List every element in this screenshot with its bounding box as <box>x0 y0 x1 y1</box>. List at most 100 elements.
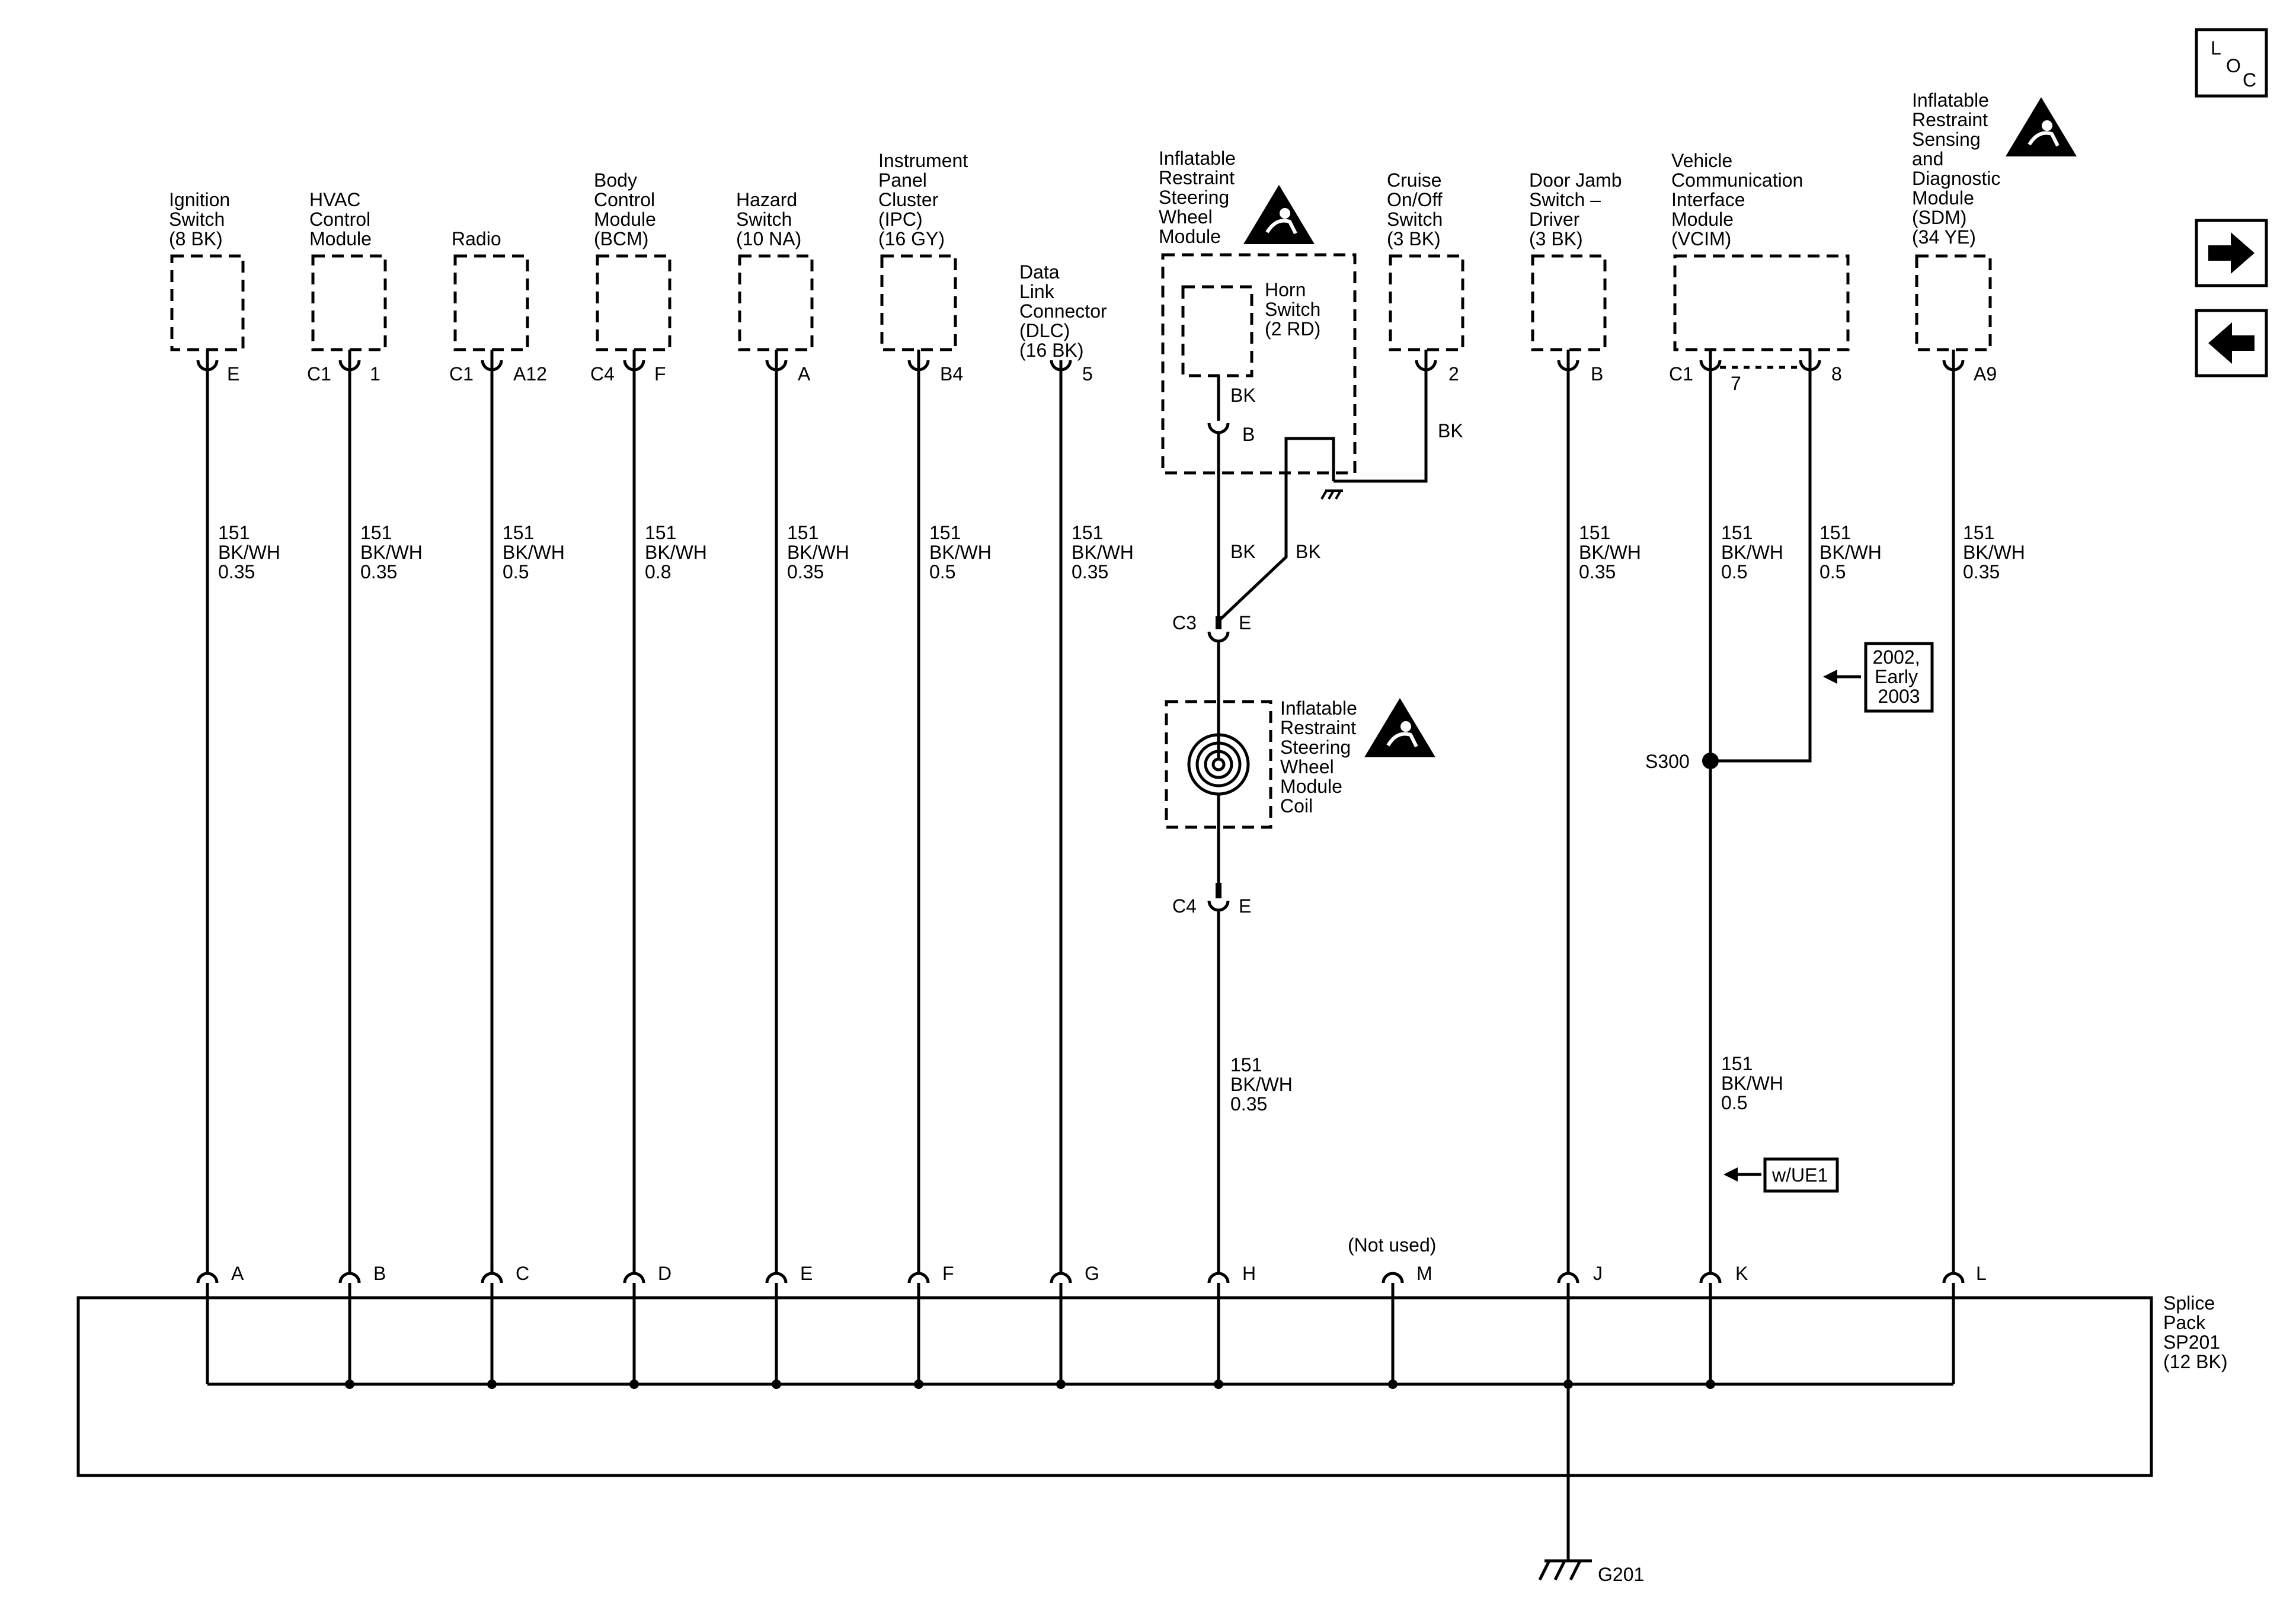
cruise-pin: 2 <box>1448 363 1459 385</box>
door-jamb-circuit: Door Jamb Switch – Driver (3 BK) B 151 B… <box>1529 169 1646 1284</box>
ignition-switch-box <box>170 254 245 351</box>
svg-text:L: L <box>2211 37 2221 59</box>
dlc-wire-label: 151 BK/WH 0.35 <box>1072 522 1139 582</box>
vcim-box <box>1673 254 1850 351</box>
hvac-wire-label: 151 BK/WH 0.35 <box>360 522 428 582</box>
bcm-pin: F <box>654 363 666 385</box>
s300-splice-dot <box>1702 753 1719 769</box>
splice-pack: Splice Pack SP201 (12 BK) <box>76 1283 2227 1477</box>
splice-pin-h: H <box>1242 1263 1256 1284</box>
case-ground-icon <box>1320 489 1343 500</box>
hazard-circuit: Hazard Switch (10 NA) A 151 BK/WH 0.35 E <box>736 189 855 1284</box>
splice-pin-a: A <box>231 1263 244 1284</box>
dlc-circuit: Data Link Connector (DLC) (16 BK) 5 151 … <box>1019 261 1139 1284</box>
previous-page-button[interactable] <box>2195 309 2268 377</box>
splice-pin-c: C <box>516 1263 529 1284</box>
c3-pin: E <box>1239 612 1251 633</box>
vcim-pin-connector: C1 <box>1669 363 1693 385</box>
vcim-pin-8: 8 <box>1831 363 1842 385</box>
splice-pin-g: G <box>1085 1263 1099 1284</box>
steering-wire-left-label: BK <box>1230 541 1256 562</box>
c4-pin: E <box>1239 895 1251 917</box>
ignition-pin: E <box>227 363 239 385</box>
not-used-label: (Not used) <box>1348 1234 1436 1256</box>
vcim-wire-right-label: 151 BK/WH 0.5 <box>1819 522 1887 582</box>
hazard-wire-label: 151 BK/WH 0.35 <box>787 522 855 582</box>
hvac-pin-connector: C1 <box>307 363 331 385</box>
sdm-wire-label: 151 BK/WH 0.35 <box>1963 522 2030 582</box>
door-jamb-box <box>1531 254 1607 351</box>
s300-label: S300 <box>1645 751 1690 772</box>
dlc-pin: 5 <box>1082 363 1093 385</box>
c4-label: C4 <box>1172 895 1197 917</box>
clockspring-coil-icon <box>1187 733 1250 796</box>
vcim-wire-right <box>1710 370 1812 763</box>
ignition-switch-label: Ignition Switch (8 BK) <box>169 189 235 249</box>
ipc-label: Instrument Panel Cluster (IPC) (16 GY) <box>878 150 973 249</box>
radio-circuit: Radio C1 A12 151 BK/WH 0.5 C <box>449 228 570 1284</box>
steering-ground-wire <box>1217 437 1335 622</box>
vcim-circuit: Vehicle Communication Interface Module (… <box>1645 150 1934 1284</box>
not-used-circuit: (Not used) M <box>1348 1234 1436 1387</box>
hvac-box <box>311 254 387 351</box>
bcm-circuit: Body Control Module (BCM) C4 F 151 BK/WH… <box>590 169 707 1284</box>
splice-pin-j: J <box>1593 1263 1603 1284</box>
radio-pin: A12 <box>513 363 547 385</box>
radio-label: Radio <box>452 228 501 249</box>
option-ue1-note: w/UE1 <box>1723 1157 1839 1193</box>
splice-pin-d: D <box>658 1263 671 1284</box>
svg-text:O: O <box>2226 55 2241 76</box>
svg-text:C: C <box>2243 69 2256 91</box>
next-page-button[interactable] <box>2195 219 2268 287</box>
cruise-wire-label: BK <box>1438 420 1463 441</box>
cruise-switch-box <box>1389 254 1464 351</box>
splice-connector-a <box>196 1272 219 1283</box>
splice-pin-k: K <box>1735 1263 1748 1284</box>
airbag-warning-icon <box>1243 185 1315 244</box>
radio-pin-connector: C1 <box>449 363 474 385</box>
horn-switch-label: Horn Switch (2 RD) <box>1265 279 1326 340</box>
door-jamb-label: Door Jamb Switch – Driver (3 BK) <box>1529 169 1627 249</box>
steering-module-label: Inflatable Restraint Steering Wheel Modu… <box>1159 148 1241 247</box>
cruise-switch-label: Cruise On/Off Switch (3 BK) <box>1387 169 1448 249</box>
hvac-pin: 1 <box>370 363 380 385</box>
sdm-pin: A9 <box>1974 363 1997 385</box>
bcm-label: Body Control Module (BCM) <box>594 169 661 249</box>
door-jamb-pin: B <box>1591 363 1603 385</box>
vcim-wire-left-label: 151 BK/WH 0.5 <box>1721 522 1789 582</box>
ipc-wire-label: 151 BK/WH 0.5 <box>929 522 997 582</box>
arrow-right-icon <box>2208 232 2255 274</box>
hvac-circuit: HVAC Control Module C1 1 151 BK/WH 0.35 … <box>307 189 428 1284</box>
splice-pack-label: Splice Pack SP201 (12 BK) <box>2163 1292 2227 1372</box>
splice-pin-b: B <box>373 1263 386 1284</box>
hazard-label: Hazard Switch (10 NA) <box>736 189 802 249</box>
splice-pin-e: E <box>800 1263 813 1284</box>
coil-airbag-warning-icon <box>1364 698 1435 757</box>
ignition-switch-circuit: Ignition Switch (8 BK) E 151 BK/WH 0.35 … <box>169 189 286 1284</box>
arrow-left-icon <box>2208 322 2255 364</box>
ground-icon <box>1538 1559 1592 1581</box>
splice-pin-f: F <box>942 1263 954 1284</box>
steering-wire-right-label: BK <box>1296 541 1321 562</box>
radio-box <box>453 254 529 351</box>
sdm-circuit: Inflatable Restraint Sensing and Diagnos… <box>1912 89 2077 1284</box>
splice-pin-m: M <box>1416 1263 1432 1284</box>
coil-label: Inflatable Restraint Steering Wheel Modu… <box>1280 697 1363 817</box>
radio-wire-label: 151 BK/WH 0.5 <box>503 522 570 582</box>
year-option-note: 2002, Early 2003 <box>1823 642 1934 713</box>
loc-button[interactable]: L O C <box>2195 28 2268 98</box>
door-jamb-wire-label: 151 BK/WH 0.35 <box>1579 522 1646 582</box>
sdm-label: Inflatable Restraint Sensing and Diagnos… <box>1912 89 2006 248</box>
splice-pin-l: L <box>1976 1263 1987 1284</box>
vcim-pin-7: 7 <box>1731 373 1741 394</box>
c3-label: C3 <box>1172 612 1197 633</box>
cruise-switch-circuit: Cruise On/Off Switch (3 BK) 2 BK <box>1334 169 1464 483</box>
ignition-wire-label: 151 BK/WH 0.35 <box>218 522 286 582</box>
steering-module-box <box>1161 253 1357 475</box>
steering-wire-label: 151 BK/WH 0.35 <box>1230 1054 1298 1115</box>
vcim-wire-lower-label: 151 BK/WH 0.5 <box>1721 1053 1789 1113</box>
sdm-box <box>1915 254 1992 351</box>
splice-pack-box <box>76 1296 2153 1477</box>
dlc-label: Data Link Connector (DLC) (16 BK) <box>1019 261 1112 361</box>
hazard-pin: A <box>798 363 811 385</box>
